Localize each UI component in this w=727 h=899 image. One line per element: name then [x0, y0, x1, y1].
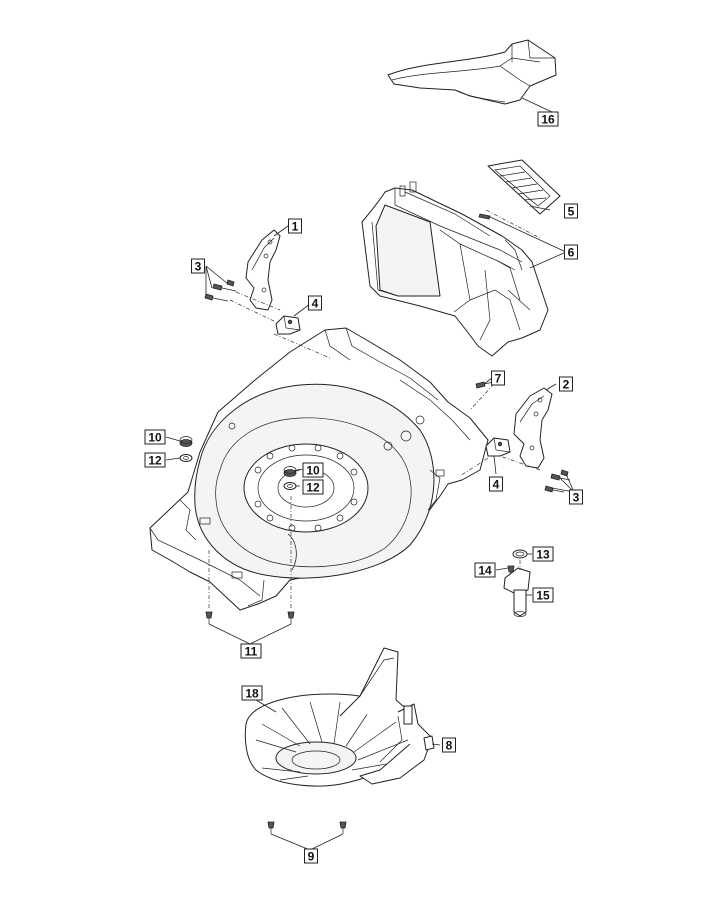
callout-c8: 8: [442, 737, 456, 753]
callout-c10b: 10: [302, 462, 324, 478]
callout-label: 11: [245, 645, 258, 659]
callout-box: [144, 429, 166, 445]
callout-label: 6: [568, 246, 575, 260]
callout-box: [304, 848, 318, 864]
callout-c3b: 3: [569, 489, 583, 505]
part-3-screws-left: [204, 279, 237, 302]
callout-c7: 7: [491, 370, 505, 386]
callout-c1: 1: [288, 218, 302, 234]
callout-box: [564, 203, 578, 219]
callout-box: [442, 737, 456, 753]
callout-label: 2: [563, 378, 570, 392]
callout-box: [532, 587, 554, 603]
callout-c11: 11: [240, 643, 262, 659]
callout-c18: 18: [241, 685, 263, 701]
callout-c13: 13: [532, 546, 554, 562]
callout-box: [191, 258, 205, 274]
part-2-right-bracket: [513, 387, 553, 469]
callout-label: 16: [541, 113, 555, 127]
callout-c4b: 4: [489, 476, 503, 492]
callout-box: [302, 479, 324, 495]
callout-label: 3: [195, 260, 202, 274]
callout-label: 4: [312, 297, 319, 311]
part-10-nut-left: [179, 436, 193, 447]
part-15-axle: [503, 567, 531, 617]
callout-box: [491, 370, 505, 386]
callout-c16: 16: [537, 111, 559, 127]
deck-bolt-holes: [254, 444, 358, 532]
callout-c12b: 12: [302, 479, 324, 495]
part-16-handle-bracket: [387, 39, 557, 105]
callout-box: [532, 546, 554, 562]
callout-label: 10: [148, 431, 162, 445]
callout-label: 12: [148, 454, 162, 468]
part-3-screws-right: [544, 469, 571, 493]
callout-c15: 15: [532, 587, 554, 603]
leader-lines: [165, 97, 575, 851]
callout-box: [474, 562, 496, 578]
callout-label: 3: [573, 491, 580, 505]
callout-label: 4: [493, 478, 500, 492]
callout-label: 9: [308, 850, 315, 864]
callout-box: [240, 643, 262, 659]
callout-box: [288, 218, 302, 234]
callout-box: [564, 244, 578, 260]
part-12-washer-deck: [283, 482, 297, 490]
part-10-nut-deck: [283, 466, 297, 477]
callout-label: 8: [446, 739, 453, 753]
callout-c10a: 10: [144, 429, 166, 445]
callout-label: 15: [536, 589, 550, 603]
callout-box: [144, 452, 166, 468]
part-4-clip-right: [485, 437, 511, 457]
callout-box: [241, 685, 263, 701]
part-12-washer-left: [179, 454, 193, 462]
callout-label: 10: [306, 464, 320, 478]
part-4-clip-left: [275, 315, 301, 335]
callout-label: 13: [536, 548, 550, 562]
callout-c9: 9: [304, 848, 318, 864]
part-9-screws: [267, 821, 347, 834]
callout-label: 12: [306, 481, 320, 495]
callout-box: [308, 295, 322, 311]
callout-label: 14: [478, 564, 492, 578]
callout-c3a: 3: [191, 258, 205, 274]
callout-box: [559, 376, 573, 392]
callout-box: [569, 489, 583, 505]
callout-c6: 6: [564, 244, 578, 260]
callout-label: 7: [495, 372, 502, 386]
callout-label: 5: [568, 205, 575, 219]
part-1-left-bracket: [245, 229, 281, 311]
callout-c2: 2: [559, 376, 573, 392]
callout-c12a: 12: [144, 452, 166, 468]
callout-box: [489, 476, 503, 492]
part-6-frame: [361, 181, 549, 357]
callout-c4a: 4: [308, 295, 322, 311]
part-11-screws: [205, 611, 295, 624]
part-5-grille: [487, 159, 561, 215]
part-13-ring: [512, 549, 528, 559]
callout-c14: 14: [474, 562, 496, 578]
callout-label: 18: [245, 687, 259, 701]
callout-box: [302, 462, 324, 478]
callout-c5: 5: [564, 203, 578, 219]
callout-box: [537, 111, 559, 127]
alignment-lines: [208, 209, 541, 608]
callout-label: 1: [292, 220, 299, 234]
part-18-shroud: [244, 647, 435, 787]
